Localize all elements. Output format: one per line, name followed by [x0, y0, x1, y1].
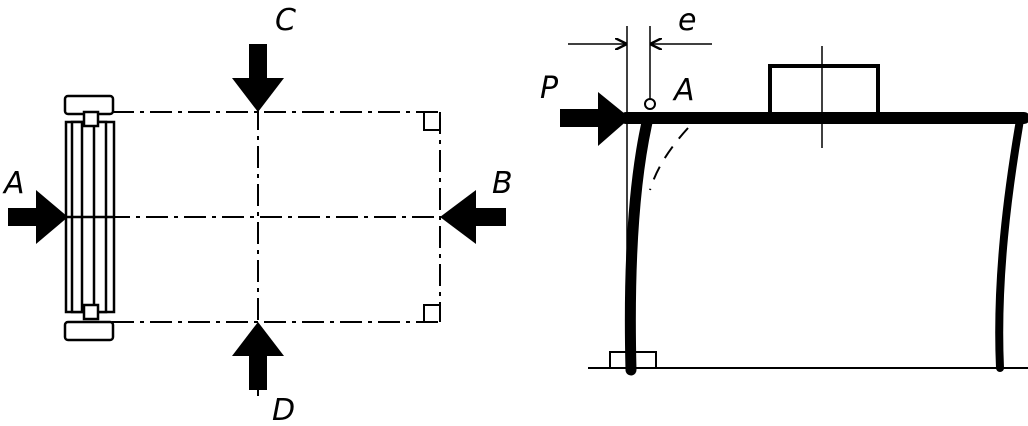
- left-plan-view: A B C D: [2, 3, 513, 426]
- label-a-left: A: [2, 166, 25, 201]
- force-arrow-b: [440, 190, 506, 244]
- deflection-line: [649, 127, 689, 191]
- right-angle-marks: [423, 112, 440, 322]
- force-arrow-p: [560, 92, 630, 146]
- clamping-fixture: [63, 94, 116, 342]
- label-c: C: [275, 3, 296, 38]
- point-a-marker: [644, 98, 656, 110]
- label-a-right: A: [672, 73, 695, 108]
- frame: [620, 112, 1028, 376]
- label-p: P: [540, 71, 559, 106]
- load-block: [768, 64, 880, 116]
- force-arrow-d: [232, 322, 284, 390]
- ground-line: [588, 351, 1028, 369]
- force-arrow-a: [8, 190, 68, 244]
- label-b: B: [492, 166, 513, 201]
- right-elevation-view: P A e: [540, 3, 1028, 376]
- label-e: e: [678, 3, 696, 38]
- label-d: D: [272, 393, 295, 426]
- force-arrow-c: [232, 44, 284, 112]
